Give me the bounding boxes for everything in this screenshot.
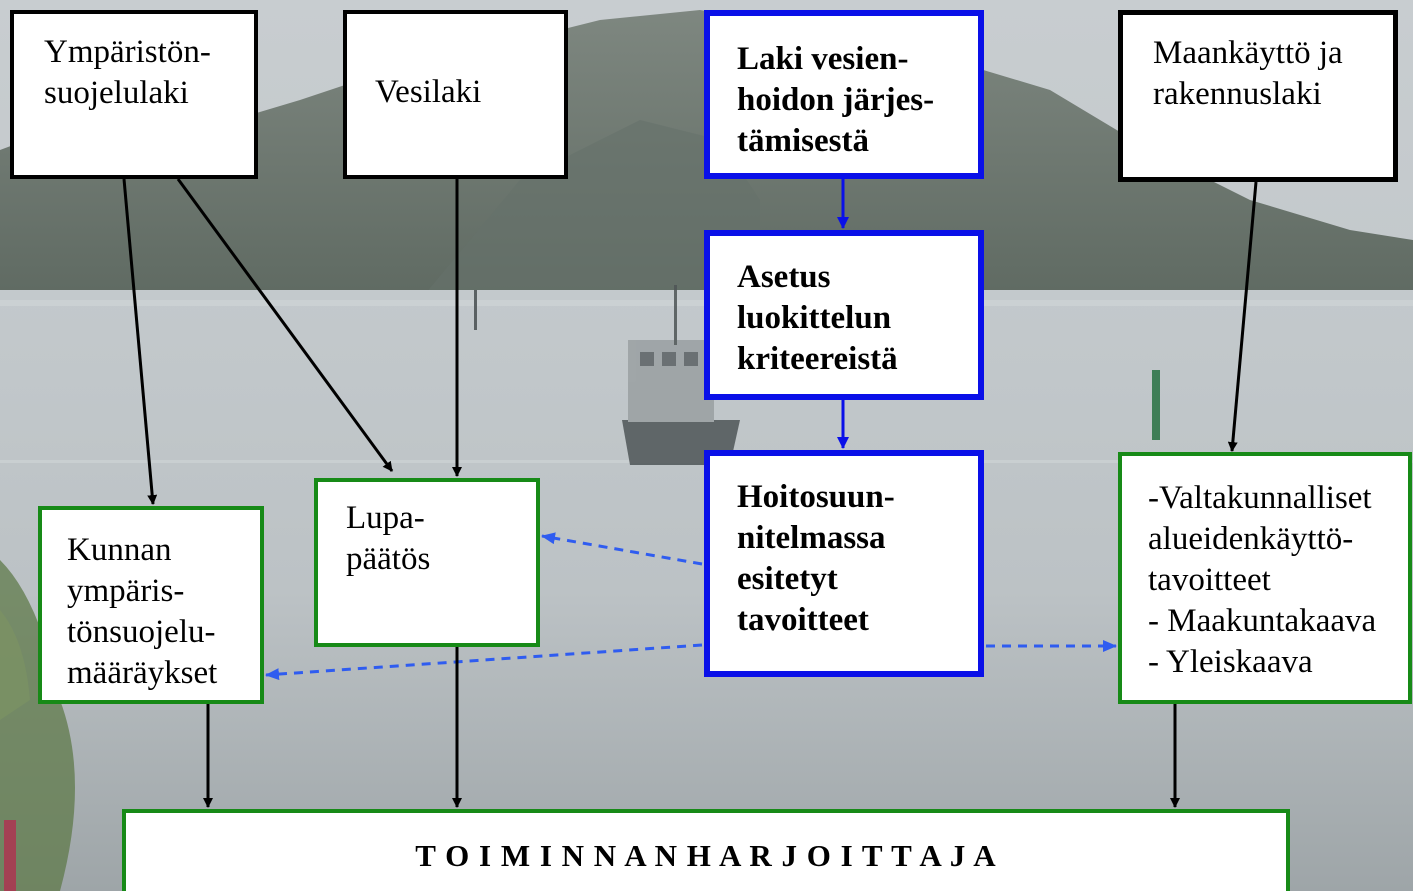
ymparistonsuojelulaki-box: Ympäristön- suojelulaki (10, 10, 258, 179)
lupapaatos-box: Lupa- päätös (314, 478, 540, 647)
asetus-luokittelu-box: Asetus luokittelun kriteereistä (704, 230, 984, 400)
foliage-left (0, 560, 75, 891)
maankaytto-rakennuslaki-box: Maankäyttö ja rakennuslaki (1118, 10, 1398, 182)
laki-vesienhoito-box: Laki vesien- hoidon järjes- tämisestä (704, 10, 984, 179)
kunnan-maaraykset-box: Kunnan ympäris- tönsuojelu- määräykset (38, 506, 264, 704)
boat (622, 285, 740, 465)
hoitosuunnitelma-tavoitteet-box: Hoitosuun- nitelmassa esitetyt tavoittee… (704, 450, 984, 677)
valtakunnalliset-tavoitteet-box: -Valtakunnalliset alueidenkäyttö- tavoit… (1118, 452, 1412, 704)
vesilaki-box: Vesilaki (343, 10, 568, 179)
toiminnanharjoittaja-box: T O I M I N N A N H A R J O I T T A J A (122, 809, 1290, 891)
